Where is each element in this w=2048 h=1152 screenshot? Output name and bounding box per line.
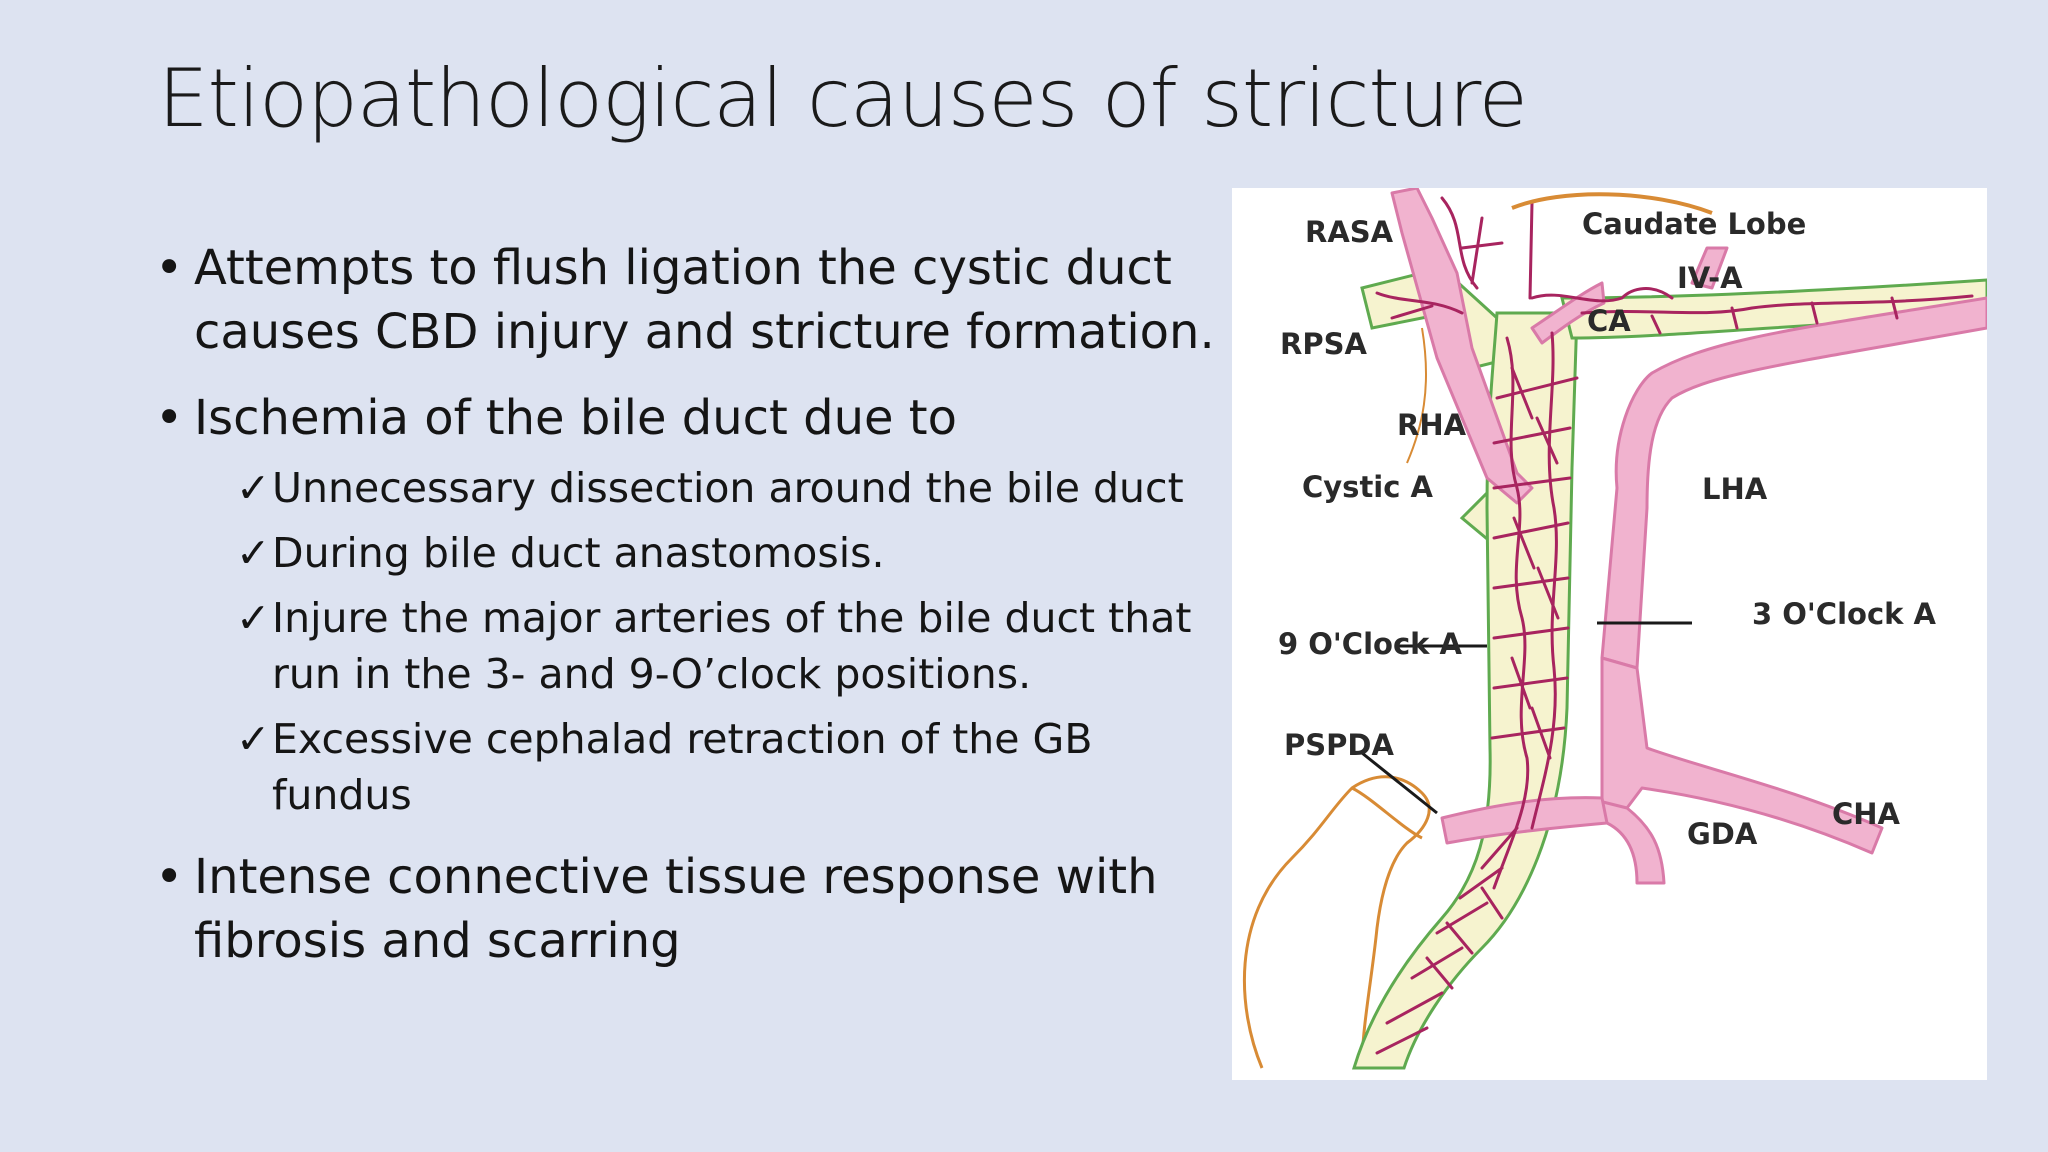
- sub-bullet-item: ✓ Injure the major arteries of the bile …: [236, 590, 1230, 702]
- label-leader-lines: [1361, 621, 1692, 815]
- sub-bullet-item: ✓ Unnecessary dissection around the bile…: [236, 460, 1230, 516]
- sub-bullet-item: ✓ Excessive cephalad retraction of the G…: [236, 711, 1230, 823]
- label-pspda: PSPDA: [1284, 728, 1394, 762]
- checkmark-icon: ✓: [236, 464, 271, 512]
- checkmark-icon: ✓: [236, 715, 271, 763]
- bullet-marker: •: [155, 390, 184, 446]
- pspda-artery: [1440, 796, 1609, 845]
- left-hepatic-artery: [1600, 296, 1987, 670]
- capillary-network: [1375, 196, 1974, 1055]
- label-caudate-lobe: Caudate Lobe: [1582, 207, 1806, 241]
- label-gda: GDA: [1687, 817, 1758, 851]
- label-rasa: RASA: [1305, 215, 1394, 249]
- checkmark-icon: ✓: [236, 594, 271, 642]
- bullet-item: • Ischemia of the bile duct due to: [150, 386, 1230, 450]
- sub-bullet-text: Excessive cephalad retraction of the GB …: [272, 715, 1093, 819]
- label-cystic-a: Cystic A: [1302, 470, 1434, 504]
- label-ca: CA: [1587, 304, 1631, 338]
- checkmark-icon: ✓: [236, 529, 271, 577]
- label-cha: CHA: [1832, 797, 1901, 831]
- sub-bullet-text: Injure the major arteries of the bile du…: [272, 594, 1192, 698]
- bullet-text: Intense connective tissue response with …: [194, 849, 1158, 969]
- bullet-list: • Attempts to flush ligation the cystic …: [150, 236, 1230, 973]
- label-iv-a: IV-A: [1677, 261, 1743, 295]
- caudate-lobe-outline: [1511, 192, 1713, 215]
- bullet-item: • Attempts to flush ligation the cystic …: [150, 236, 1230, 364]
- bile-duct-blood-supply-diagram: RASA Caudate Lobe IV-A CA RPSA RHA Cysti…: [1232, 188, 1987, 1080]
- iv-a-artery: [1690, 246, 1729, 290]
- slide-title: Etiopathological causes of stricture: [158, 52, 1528, 145]
- common-bile-duct: [1351, 311, 1579, 1070]
- right-trunk-outline: [1406, 327, 1427, 464]
- sub-bullet-text: During bile duct anastomosis.: [272, 529, 885, 577]
- label-rpsa: RPSA: [1280, 327, 1367, 361]
- label-3-oclock-a: 3 O'Clock A: [1752, 597, 1937, 631]
- bullet-text: Attempts to flush ligation the cystic du…: [194, 240, 1215, 360]
- label-rha: RHA: [1397, 408, 1467, 442]
- sub-bullet-list: ✓ Unnecessary dissection around the bile…: [236, 460, 1230, 823]
- sub-bullet-text: Unnecessary dissection around the bile d…: [272, 464, 1184, 512]
- label-9-oclock-a: 9 O'Clock A: [1278, 627, 1463, 661]
- right-hepatic-artery: [1390, 188, 1534, 505]
- bullet-text: Ischemia of the bile duct due to: [194, 390, 957, 446]
- bullet-marker: •: [155, 849, 184, 905]
- gallbladder-outline: [1242, 775, 1431, 1069]
- sub-bullet-item: ✓ During bile duct anastomosis.: [236, 525, 1230, 581]
- hepatic-arteries: [1390, 188, 1987, 885]
- label-lha: LHA: [1702, 472, 1768, 506]
- left-hepatic-duct: [1560, 278, 1987, 340]
- bullet-item: • Intense connective tissue response wit…: [150, 845, 1230, 973]
- common-hepatic-artery: [1600, 656, 1884, 855]
- bullet-marker: •: [155, 240, 184, 296]
